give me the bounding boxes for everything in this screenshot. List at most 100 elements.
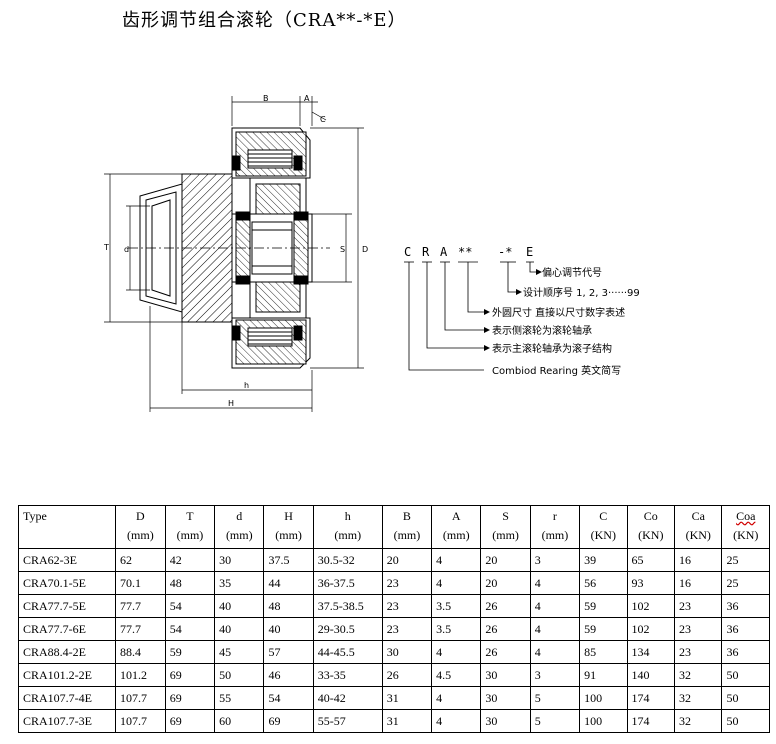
value-cell: 70.1 bbox=[115, 571, 166, 595]
value-cell: 40 bbox=[214, 594, 265, 618]
value-cell: 36 bbox=[721, 594, 770, 618]
value-cell: 23 bbox=[381, 594, 433, 618]
header-type: Type bbox=[18, 505, 116, 549]
value-cell: 32 bbox=[674, 686, 723, 710]
value-cell: 23 bbox=[381, 571, 433, 595]
value-cell: 30 bbox=[480, 686, 531, 710]
value-cell: 37.5 bbox=[263, 548, 314, 572]
value-cell: 36 bbox=[721, 640, 770, 664]
code-desc-main-roller: 表示主滚轮轴承为滚子结构 bbox=[492, 342, 612, 355]
type-cell: CRA88.4-2E bbox=[18, 640, 116, 664]
value-cell: 4 bbox=[529, 571, 581, 595]
code-letter-r: R bbox=[422, 245, 430, 259]
value-cell: 36 bbox=[721, 617, 770, 641]
header-b: B(mm) bbox=[381, 505, 433, 549]
value-cell: 40-42 bbox=[312, 686, 383, 710]
value-cell: 4 bbox=[431, 548, 482, 572]
value-cell: 23 bbox=[674, 617, 723, 641]
value-cell: 134 bbox=[626, 640, 676, 664]
code-size: ** bbox=[458, 245, 472, 259]
value-cell: 4 bbox=[431, 686, 482, 710]
dimension-lines bbox=[104, 96, 364, 412]
value-cell: 25 bbox=[721, 548, 770, 572]
value-cell: 62 bbox=[115, 548, 166, 572]
code-desc-eccentric: 偏心调节代号 bbox=[542, 266, 602, 279]
value-cell: 4.5 bbox=[431, 663, 482, 687]
value-cell: 20 bbox=[480, 548, 531, 572]
value-cell: 39 bbox=[579, 548, 628, 572]
value-cell: 30 bbox=[480, 663, 531, 687]
table-header-row: Type D(mm) T(mm) d(mm) H(mm) h(mm) B(mm)… bbox=[18, 505, 770, 549]
header-h-upper: H(mm) bbox=[263, 505, 314, 549]
value-cell: 33-35 bbox=[312, 663, 383, 687]
value-cell: 35 bbox=[214, 571, 265, 595]
value-cell: 60 bbox=[214, 709, 265, 733]
value-cell: 3 bbox=[529, 663, 581, 687]
value-cell: 101.2 bbox=[115, 663, 166, 687]
code-letter-c: C bbox=[404, 245, 411, 259]
type-cell: CRA77.7-6E bbox=[18, 617, 116, 641]
value-cell: 65 bbox=[626, 548, 676, 572]
value-cell: 44-45.5 bbox=[312, 640, 383, 664]
value-cell: 102 bbox=[626, 594, 676, 618]
value-cell: 69 bbox=[164, 663, 216, 687]
value-cell: 88.4 bbox=[115, 640, 166, 664]
value-cell: 26 bbox=[480, 594, 531, 618]
value-cell: 59 bbox=[579, 594, 628, 618]
value-cell: 77.7 bbox=[115, 594, 166, 618]
value-cell: 93 bbox=[626, 571, 676, 595]
dim-D: D bbox=[362, 245, 368, 254]
value-cell: 54 bbox=[164, 594, 216, 618]
value-cell: 46 bbox=[263, 663, 314, 687]
value-cell: 30 bbox=[214, 548, 265, 572]
value-cell: 4 bbox=[431, 709, 482, 733]
spec-table: Type D(mm) T(mm) d(mm) H(mm) h(mm) B(mm)… bbox=[18, 505, 770, 733]
value-cell: 40 bbox=[214, 617, 265, 641]
value-cell: 37.5-38.5 bbox=[312, 594, 383, 618]
value-cell: 77.7 bbox=[115, 617, 166, 641]
dim-C: C bbox=[320, 115, 326, 124]
value-cell: 36-37.5 bbox=[312, 571, 383, 595]
header-d-outer: D(mm) bbox=[115, 505, 166, 549]
dim-h: h bbox=[244, 381, 249, 390]
value-cell: 48 bbox=[164, 571, 216, 595]
value-cell: 23 bbox=[674, 640, 723, 664]
value-cell: 5 bbox=[529, 686, 581, 710]
type-cell: CRA77.7-5E bbox=[18, 594, 116, 618]
dim-T: T bbox=[103, 243, 109, 252]
header-h-lower: h(mm) bbox=[312, 505, 383, 549]
dim-S: S bbox=[340, 245, 345, 254]
value-cell: 4 bbox=[529, 594, 581, 618]
value-cell: 50 bbox=[721, 686, 770, 710]
value-cell: 40 bbox=[263, 617, 314, 641]
header-s: S(mm) bbox=[480, 505, 531, 549]
value-cell: 26 bbox=[480, 617, 531, 641]
value-cell: 23 bbox=[674, 594, 723, 618]
value-cell: 3 bbox=[529, 548, 581, 572]
header-co: Co(KN) bbox=[626, 505, 676, 549]
value-cell: 45 bbox=[214, 640, 265, 664]
type-cell: CRA107.7-3E bbox=[18, 709, 116, 733]
code-desc-english: Combiod Rearing 英文简写 bbox=[492, 364, 621, 377]
value-cell: 4 bbox=[529, 640, 581, 664]
value-cell: 44 bbox=[263, 571, 314, 595]
value-cell: 91 bbox=[579, 663, 628, 687]
value-cell: 16 bbox=[674, 548, 723, 572]
value-cell: 100 bbox=[579, 709, 628, 733]
value-cell: 4 bbox=[529, 617, 581, 641]
value-cell: 69 bbox=[263, 709, 314, 733]
value-cell: 31 bbox=[381, 686, 433, 710]
dim-d: d bbox=[124, 245, 129, 254]
value-cell: 30 bbox=[381, 640, 433, 664]
value-cell: 26 bbox=[381, 663, 433, 687]
value-cell: 3.5 bbox=[431, 617, 482, 641]
value-cell: 32 bbox=[674, 709, 723, 733]
value-cell: 174 bbox=[626, 686, 676, 710]
value-cell: 20 bbox=[381, 548, 433, 572]
